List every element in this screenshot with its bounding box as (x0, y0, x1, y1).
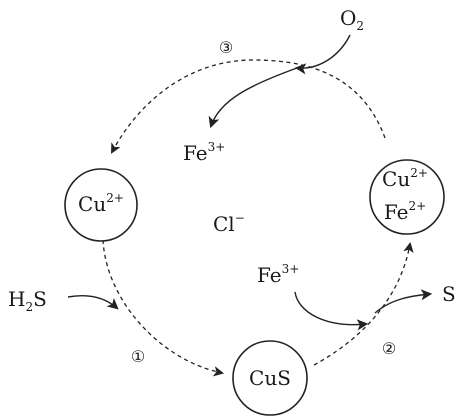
step-2-label: ② (382, 339, 396, 358)
cu2-charge: 2+ (106, 191, 124, 205)
label-o2: O2 (340, 6, 364, 33)
node-cu2-fe2-line2: Fe2+ (384, 199, 426, 224)
node-cus-label: CuS (249, 366, 291, 390)
node-cus-circle (232, 340, 308, 416)
arrow-fe3-in (294, 291, 369, 331)
node-cu2-label: Cu2+ (78, 191, 124, 216)
label-fe3-center: Fe3+ (183, 140, 225, 165)
label-cl: Cl− (213, 211, 245, 236)
cu2-base: Cu (78, 192, 106, 216)
node-cu2-fe2-circle (369, 159, 445, 235)
arrow-o2-in (294, 34, 351, 75)
node-cu2-fe2-line1: Cu2+ (382, 166, 428, 191)
step-3-label: ③ (219, 38, 233, 57)
arrow-o2-to-fe3 (208, 67, 298, 129)
cycle-arc-cus-to-cu2fe2 (313, 241, 414, 366)
label-s: S (442, 282, 456, 306)
cycle-arc-cu2fe2-to-cu2 (111, 59, 386, 154)
cu2fe2-fe-charge: 2+ (408, 199, 426, 213)
node-cu2-circle (64, 168, 138, 242)
step-1-label: ① (131, 347, 145, 366)
arrow-s-out (374, 289, 433, 314)
cu2fe2-cu-charge: 2+ (410, 166, 428, 180)
label-fe3-right: Fe3+ (257, 262, 299, 287)
cu2fe2-fe-base: Fe (384, 200, 409, 224)
arrow-h2s-in (67, 295, 119, 310)
label-h2s: H2S (8, 287, 47, 314)
cycle-arc-cu2-to-cus (102, 239, 225, 377)
cu2fe2-cu-base: Cu (382, 167, 410, 191)
